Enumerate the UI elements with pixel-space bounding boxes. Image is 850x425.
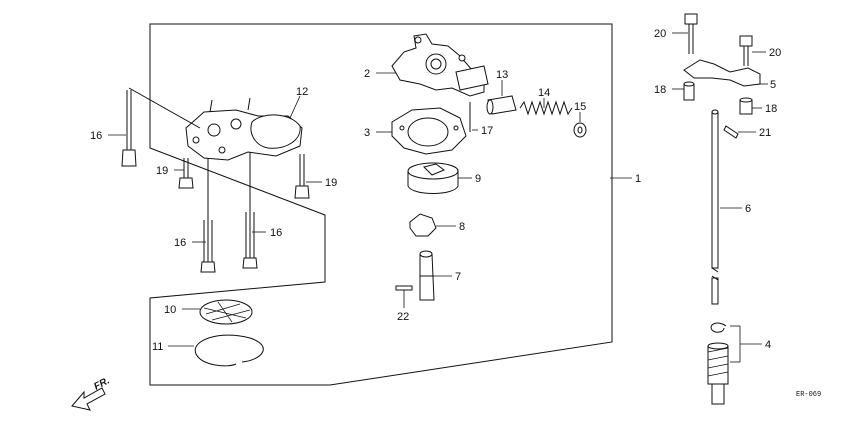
washer-15 — [573, 122, 587, 138]
drive-gear — [707, 322, 729, 405]
callout-16-center: 16 — [174, 237, 186, 249]
bolt-16-left — [121, 87, 201, 167]
assembly-boundary — [149, 23, 613, 386]
collar-18-left — [683, 81, 695, 101]
callout-18-right: 18 — [765, 103, 777, 115]
callout-4: 4 — [765, 339, 771, 351]
callout-19-right: 19 — [325, 177, 337, 189]
pump-shaft — [419, 250, 435, 301]
drive-shaft — [711, 109, 719, 305]
callout-3: 3 — [364, 127, 370, 139]
bolt-19-left — [178, 158, 194, 189]
front-direction-arrow: FR. — [71, 375, 112, 411]
callout-19-left: 19 — [156, 165, 168, 177]
callout-20-left: 20 — [654, 28, 666, 40]
leader-lines — [108, 32, 768, 363]
callout-14: 14 — [538, 87, 550, 99]
bolt-16-center — [200, 158, 216, 273]
callout-8: 8 — [459, 221, 465, 233]
oil-pump-body — [391, 33, 489, 97]
callout-22: 22 — [397, 311, 409, 323]
callout-labels: 1 2 3 4 5 6 7 8 9 10 11 12 13 14 15 16 1… — [90, 28, 781, 353]
drawing-code: ER-069 — [796, 391, 821, 399]
callout-16-right: 16 — [270, 227, 282, 239]
front-label: FR. — [92, 375, 111, 392]
callout-5: 5 — [770, 79, 776, 91]
outer-rotor — [407, 162, 459, 194]
bushing-13 — [486, 95, 517, 115]
callout-17: 17 — [481, 125, 493, 137]
callout-15: 15 — [574, 101, 586, 113]
callout-11: 11 — [152, 341, 163, 353]
pump-holder — [683, 59, 761, 87]
pin-22 — [395, 285, 413, 291]
oil-pump-cover — [185, 97, 303, 161]
pin-21 — [723, 125, 739, 139]
circlip — [194, 334, 264, 367]
bolt-20-right — [739, 35, 753, 66]
callout-6: 6 — [745, 203, 751, 215]
callout-1: 1 — [635, 173, 641, 185]
oil-strainer — [199, 299, 253, 325]
callout-16-left: 16 — [90, 130, 102, 142]
callout-9: 9 — [475, 173, 481, 185]
callout-7: 7 — [455, 271, 461, 283]
callout-12: 12 — [296, 86, 308, 98]
callout-20-right: 20 — [769, 47, 781, 59]
callout-13: 13 — [496, 69, 508, 81]
bolt-16-right — [242, 152, 258, 269]
callout-21: 21 — [759, 127, 771, 139]
bolt-19-right — [294, 154, 310, 199]
bolt-20-left — [684, 13, 698, 54]
callout-10: 10 — [164, 304, 176, 316]
relief-spring — [519, 100, 573, 116]
callout-18-left: 18 — [654, 84, 666, 96]
inner-rotor — [409, 213, 437, 237]
collar-18-right — [739, 97, 753, 115]
gasket — [391, 107, 467, 155]
callout-2: 2 — [364, 68, 370, 80]
